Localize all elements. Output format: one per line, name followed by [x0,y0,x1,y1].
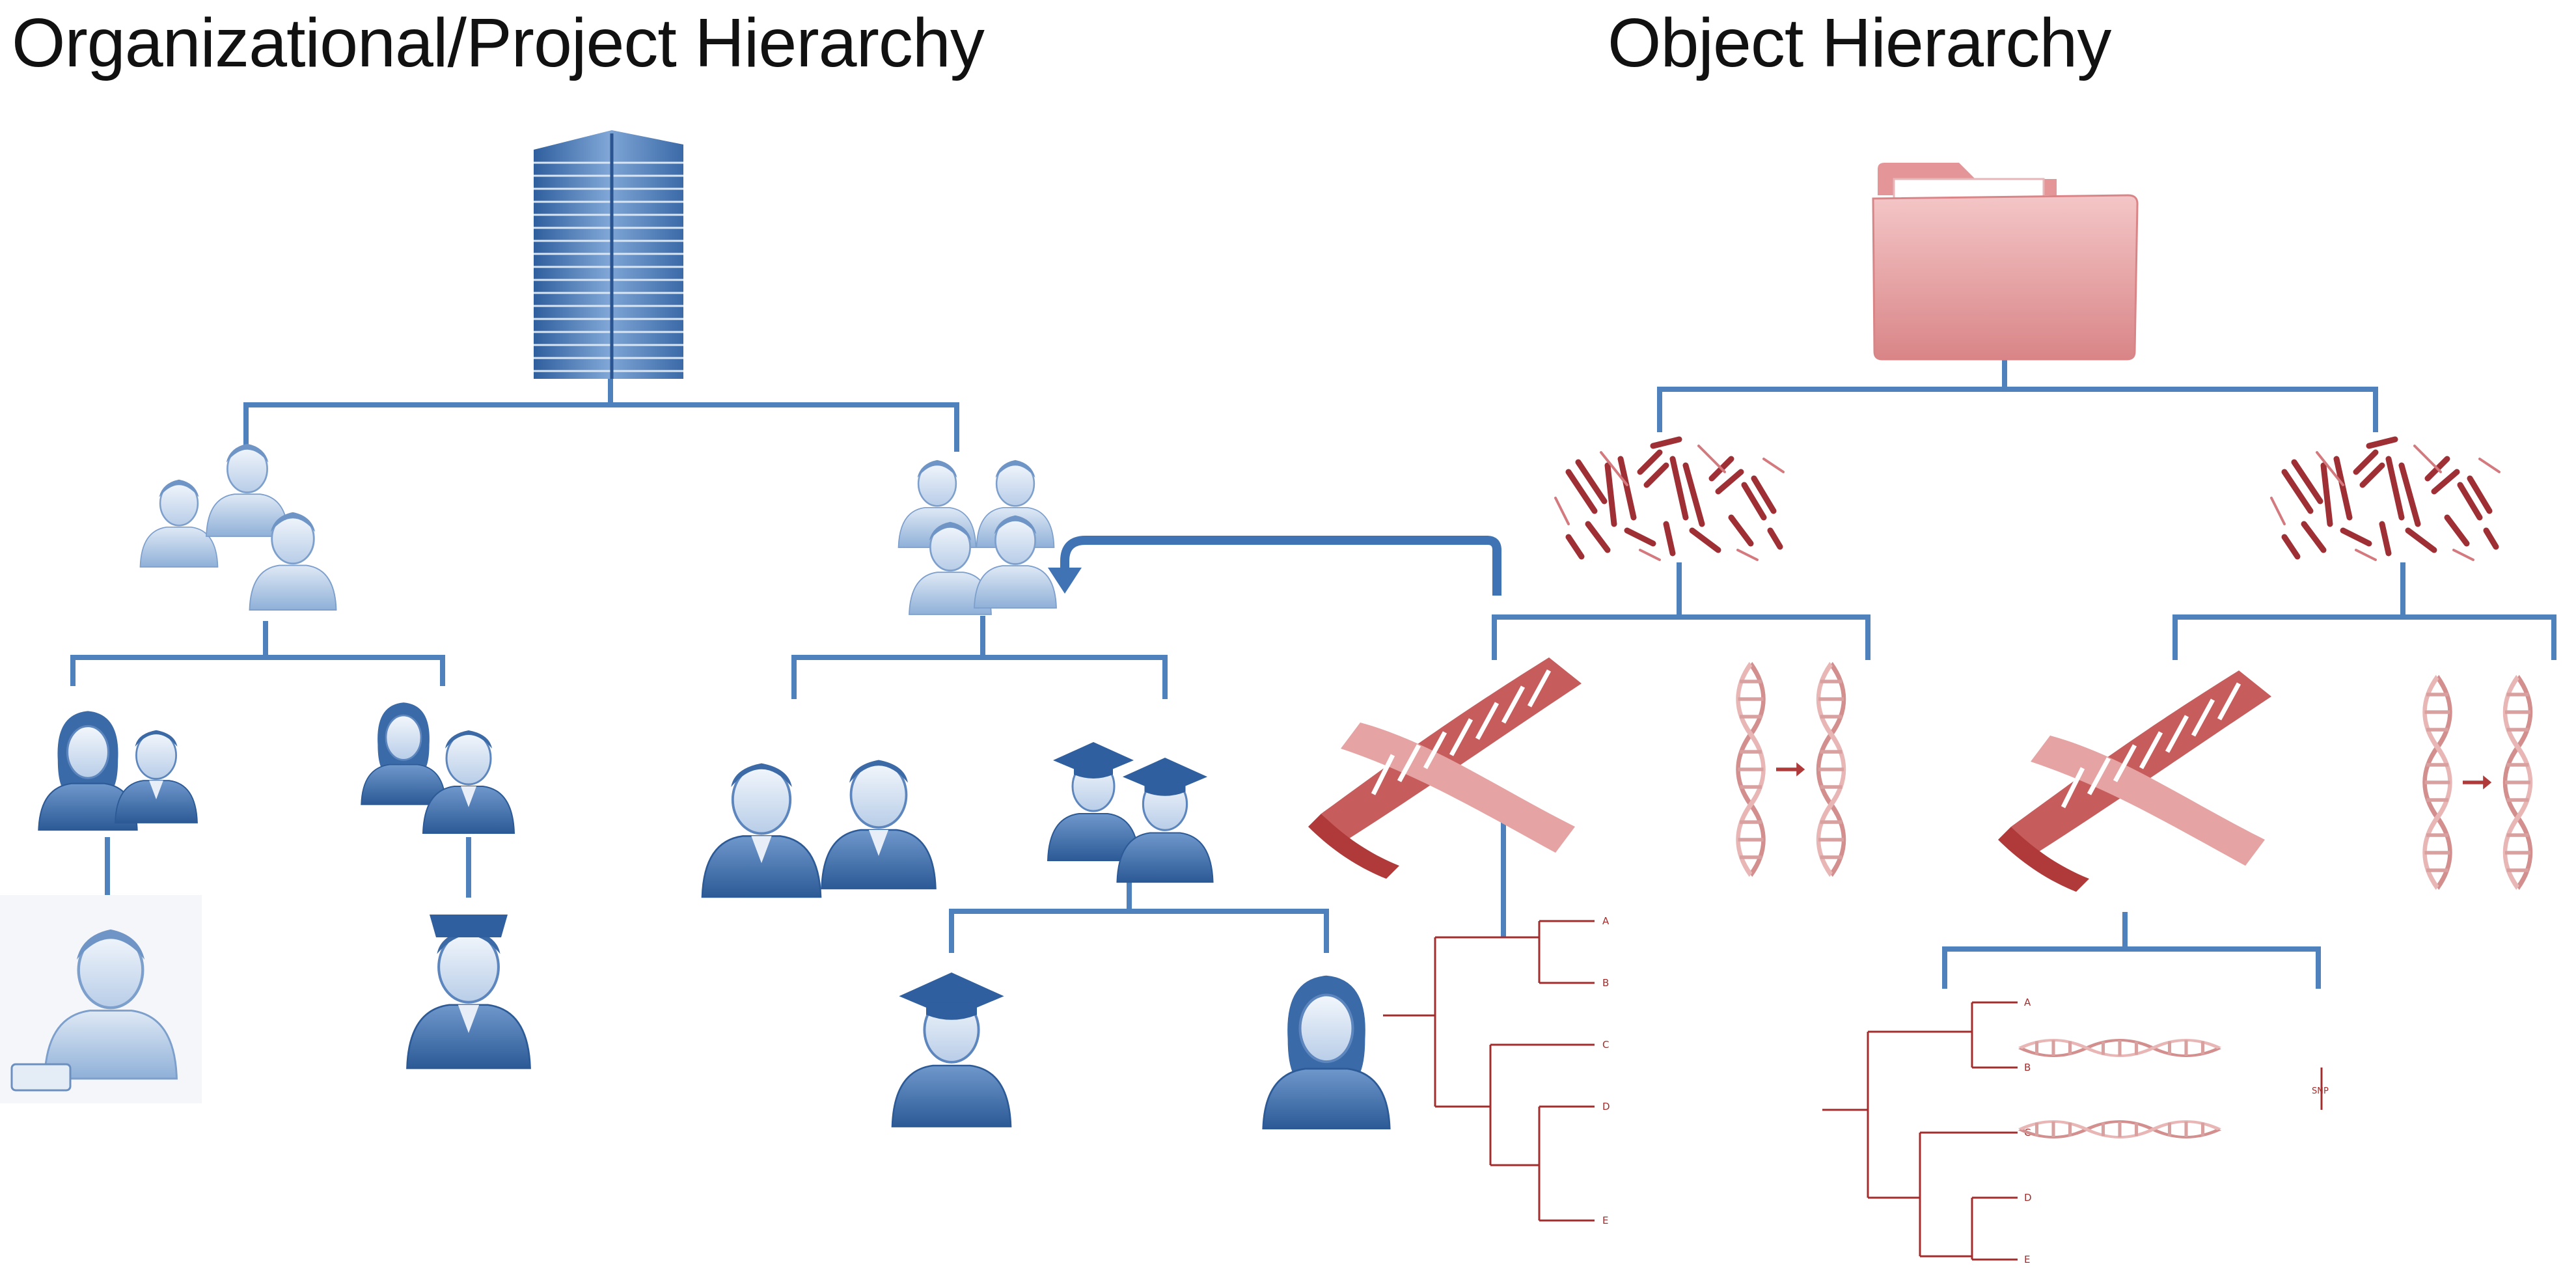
tree1-leaf-e: E [1602,1215,1608,1226]
graduate-student-icon [891,971,1012,1128]
connector-lines [70,357,2556,989]
snp-label: SNP [2312,1086,2329,1096]
dna-helix-icon-2 [1998,670,2271,892]
tree1-leaf-b: B [1602,977,1609,989]
couple-icon [37,710,199,831]
tree2-leaf-a: A [2024,997,2031,1008]
businessmen-icon [701,758,937,898]
project-group-icon [897,459,1058,616]
tree1-leaf-d: D [1602,1101,1610,1112]
object-hierarchy-title: Object Hierarchy [1608,5,2111,81]
snp-dna-icon: SNP [2020,1040,2329,1137]
folder-icon [1872,163,2139,361]
org-hierarchy-title: Organizational/Project Hierarchy [12,5,985,81]
paired-dna-icon-2 [2425,677,2531,888]
paired-dna-icon [1738,664,1844,875]
tree1-leaf-a: A [1602,915,1610,927]
phylogenetic-tree-icon [1383,920,1595,1222]
phylogenetic-tree-icon-2 [1822,1001,2018,1261]
officer-icon [407,915,530,1068]
team-group-icon [139,443,337,611]
tree1-leaf-c: C [1602,1039,1609,1051]
woman-user-icon [1263,976,1390,1129]
tree2-leaf-b: B [2024,1062,2031,1073]
cross-link-arrow [1048,536,1501,596]
tree2-leaf-e: E [2024,1254,2030,1265]
employee-badge-icon [0,895,202,1103]
office-building-icon [534,130,683,379]
tree2-leaf-d: D [2024,1192,2032,1204]
chromosome-set-icon-2 [2271,439,2499,560]
chromosome-set-icon [1555,439,1783,560]
business-pair-icon [360,701,515,834]
dna-helix-icon [1308,657,1582,879]
graduates-icon [1047,741,1214,883]
